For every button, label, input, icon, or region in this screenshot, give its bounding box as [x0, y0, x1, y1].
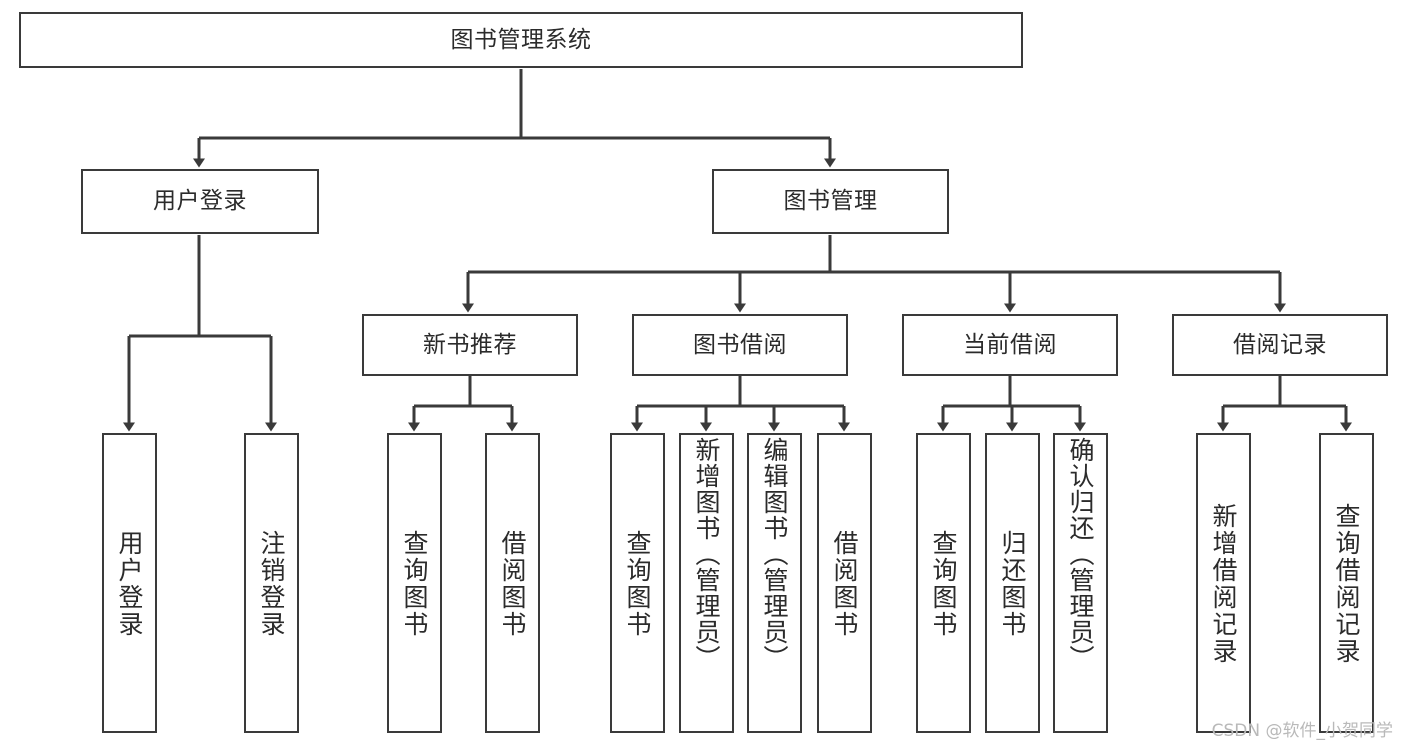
node-label: 借阅记录: [1233, 331, 1327, 358]
node-current-borrowing[interactable]: 当前借阅: [902, 314, 1118, 376]
node-label: 新增图书（管理员）: [692, 437, 721, 671]
node-label: 当前借阅: [963, 331, 1057, 358]
leaf-logout[interactable]: 注销登录: [244, 433, 299, 733]
csdn-watermark: CSDN @软件_小贺同学: [1211, 721, 1393, 741]
node-label: 图书借阅: [693, 331, 787, 358]
node-label: 查询图书: [623, 530, 652, 638]
leaf-add-borrowing-record[interactable]: 新增借阅记录: [1196, 433, 1251, 733]
node-label: 查询图书: [400, 530, 429, 638]
node-label: 图书管理: [783, 188, 878, 215]
leaf-query-borrowing-record[interactable]: 查询借阅记录: [1319, 433, 1374, 733]
leaf-borrow-book-borrowing[interactable]: 借阅图书: [817, 433, 872, 733]
leaf-edit-book-admin[interactable]: 编辑图书（管理员）: [747, 433, 802, 733]
leaf-return-book[interactable]: 归还图书: [985, 433, 1040, 733]
node-label: 编辑图书（管理员）: [760, 437, 789, 671]
node-label: 新增借阅记录: [1209, 503, 1238, 665]
node-label: 注销登录: [257, 530, 286, 638]
node-book-management-system[interactable]: 图书管理系统: [19, 12, 1023, 68]
node-book-borrowing[interactable]: 图书借阅: [632, 314, 848, 376]
leaf-borrow-book-newbook[interactable]: 借阅图书: [485, 433, 540, 733]
node-borrowing-record[interactable]: 借阅记录: [1172, 314, 1388, 376]
node-label: 查询借阅记录: [1332, 503, 1361, 665]
node-label: 图书管理系统: [450, 26, 592, 53]
leaf-add-book-admin[interactable]: 新增图书（管理员）: [679, 433, 734, 733]
node-user-login[interactable]: 用户登录: [81, 169, 319, 234]
leaf-user-login[interactable]: 用户登录: [102, 433, 157, 733]
node-label: 查询图书: [929, 530, 958, 638]
node-label: 归还图书: [998, 530, 1027, 638]
leaf-query-book-newbook[interactable]: 查询图书: [387, 433, 442, 733]
node-book-management[interactable]: 图书管理: [712, 169, 949, 234]
leaf-query-book-current[interactable]: 查询图书: [916, 433, 971, 733]
node-label: 借阅图书: [498, 530, 527, 638]
node-label: 用户登录: [153, 188, 247, 215]
node-new-book-recommendation[interactable]: 新书推荐: [362, 314, 578, 376]
node-label: 新书推荐: [423, 331, 517, 358]
leaf-query-book-borrowing[interactable]: 查询图书: [610, 433, 665, 733]
leaf-confirm-return-admin[interactable]: 确认归还（管理员）: [1053, 433, 1108, 733]
node-label: 用户登录: [115, 530, 144, 638]
node-label: 确认归还（管理员）: [1066, 437, 1095, 671]
node-label: 借阅图书: [830, 530, 859, 638]
